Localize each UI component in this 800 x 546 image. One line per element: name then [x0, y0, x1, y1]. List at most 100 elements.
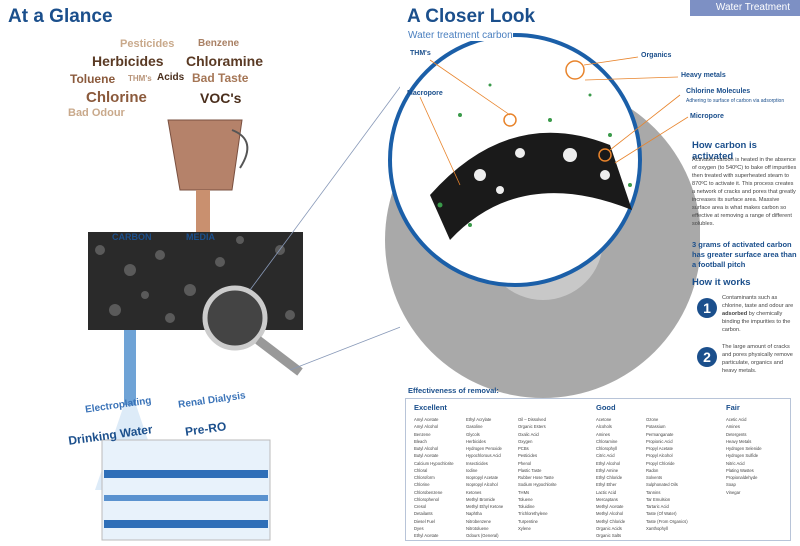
removal-item: THMs — [518, 489, 530, 495]
removal-item: Odours (General) — [466, 533, 499, 538]
removal-item: Ethyl Acrylate — [466, 417, 492, 422]
removal-item: Soap — [726, 482, 736, 488]
removal-item: Ethyl Ether — [596, 482, 617, 488]
word: Toluene — [70, 72, 116, 86]
removal-item: Heavy Metals — [726, 438, 752, 444]
removal-item: Organic Esters — [518, 424, 546, 430]
removal-item: Gasoline — [466, 424, 483, 430]
removal-item: Plastic Taste — [518, 467, 542, 473]
removal-item: Phenol — [518, 460, 532, 466]
removal-item: Xylene — [518, 525, 531, 531]
carbon-closeup-illustration — [385, 33, 700, 398]
surface-area-fact: 3 grams of activated carbon has greater … — [692, 240, 797, 269]
removal-item: Benzene — [414, 431, 431, 437]
fair-heading: Fair — [726, 403, 740, 412]
removal-item: Amyl Alcohol — [414, 424, 438, 430]
removal-item: Chlorophenol — [414, 496, 439, 502]
word: Chloramine — [186, 53, 264, 69]
removal-item: Chloramine — [596, 438, 618, 444]
removal-item: Mercaptans — [596, 496, 618, 502]
removal-item: Ketones — [466, 489, 482, 495]
closer-look-title: A Closer Look — [407, 6, 536, 27]
removal-item: Chlorine — [414, 482, 430, 488]
removal-item: Cresol — [414, 504, 427, 509]
removal-item: Rubber Hose Taste — [518, 475, 554, 480]
word: THM's — [128, 74, 152, 83]
word: Bad Odour — [68, 107, 125, 119]
word: Acids — [157, 72, 185, 83]
removal-item: Permanganate — [646, 431, 674, 437]
removal-item: Nitrotoluene — [466, 525, 489, 531]
step-1-badge: 1 — [697, 298, 717, 318]
removal-item: Organic Acids — [596, 525, 622, 531]
removal-item: Propionic Acid — [646, 438, 673, 444]
removal-item: Alcohols — [596, 424, 612, 430]
macropore-label: Macropore — [407, 90, 443, 97]
removal-item: Amyl Acetate — [414, 417, 439, 422]
carbon-granules — [95, 236, 295, 323]
removal-item: Methyl Alcohol — [596, 511, 623, 517]
at-a-glance-title: At a Glance — [8, 6, 113, 27]
removal-item: Hydrogen Sulfide — [726, 453, 759, 459]
activation-text: Activated carbon is heated in the absenc… — [692, 157, 797, 227]
removal-item: Propyl Chloride — [646, 460, 675, 466]
removal-item: Toluene — [518, 496, 533, 502]
how-it-works-heading: How it works — [692, 277, 751, 288]
removal-item: Plating Wastes — [726, 467, 754, 473]
removal-item: Tartaric Acid — [646, 504, 669, 509]
organics-label: Organics — [641, 52, 672, 59]
removal-item: PCBs — [518, 446, 529, 451]
removal-item: Chloroform — [414, 475, 435, 480]
removal-item: Chlorobenzene — [414, 489, 443, 495]
subtitle: Water treatment carbon — [408, 30, 513, 41]
removal-item: Ethyl Chloride — [596, 475, 623, 480]
removal-item: Toluidine — [518, 504, 535, 509]
removal-item: Tar Emulsion — [646, 496, 671, 502]
micropore-label: Micropore — [690, 113, 724, 120]
word: Benzene — [198, 38, 240, 49]
removal-item: Ethyl Acetate — [414, 533, 439, 538]
removal-item: Methyl Ethyl Ketone — [466, 504, 504, 509]
word: Chlorine — [86, 89, 147, 106]
removal-item: Diesel Fuel — [414, 518, 435, 524]
removal-item: Acetone — [596, 417, 612, 422]
thms-label: THM's — [410, 50, 431, 57]
removal-item: Calcium Hypochlorite — [414, 460, 454, 466]
word: Pesticides — [120, 38, 175, 50]
removal-item: Oxalic Acid — [518, 431, 539, 437]
removal-item: Propionaldehyde — [726, 475, 758, 480]
removal-item: Amines — [726, 424, 740, 430]
removal-item: Sodium Hypochlorite — [518, 482, 557, 488]
removal-item: Lactic Acid — [596, 489, 617, 495]
removal-item: Detergents — [726, 431, 747, 437]
removal-item: Ozone — [646, 417, 659, 422]
removal-item: Methyl Acetate — [596, 504, 624, 509]
removal-item: Bleach — [414, 438, 427, 444]
removal-item: Turpentine — [518, 518, 538, 524]
removal-item: Tannins — [646, 489, 661, 495]
removal-item: Nitric Acid — [726, 460, 745, 466]
removal-item: Propyl Alcohol — [646, 453, 673, 459]
removal-item: Hydrogen Peroxide — [466, 446, 502, 451]
excellent-heading: Excellent — [414, 403, 447, 412]
removal-item: Detailants — [414, 511, 433, 517]
removal-item: Citric Acid — [596, 453, 615, 459]
removal-item: Isopropyl Acetate — [466, 475, 499, 480]
removal-item: Oil – Dissolved — [518, 417, 546, 422]
removal-item: Pesticides — [518, 453, 538, 459]
removal-item: Hydrogen Selenide — [726, 446, 762, 451]
removal-item: Iodine — [466, 467, 478, 473]
heavy-metals-label: Heavy metals — [681, 72, 726, 79]
removal-item: Glycols — [466, 431, 480, 437]
removal-item: Acetic Acid — [726, 417, 747, 422]
removal-item: Ethyl Amine — [596, 467, 619, 473]
word: Herbicides — [92, 53, 164, 69]
carbon-label: CARBON — [112, 232, 152, 242]
magnifier-lens — [202, 285, 268, 351]
